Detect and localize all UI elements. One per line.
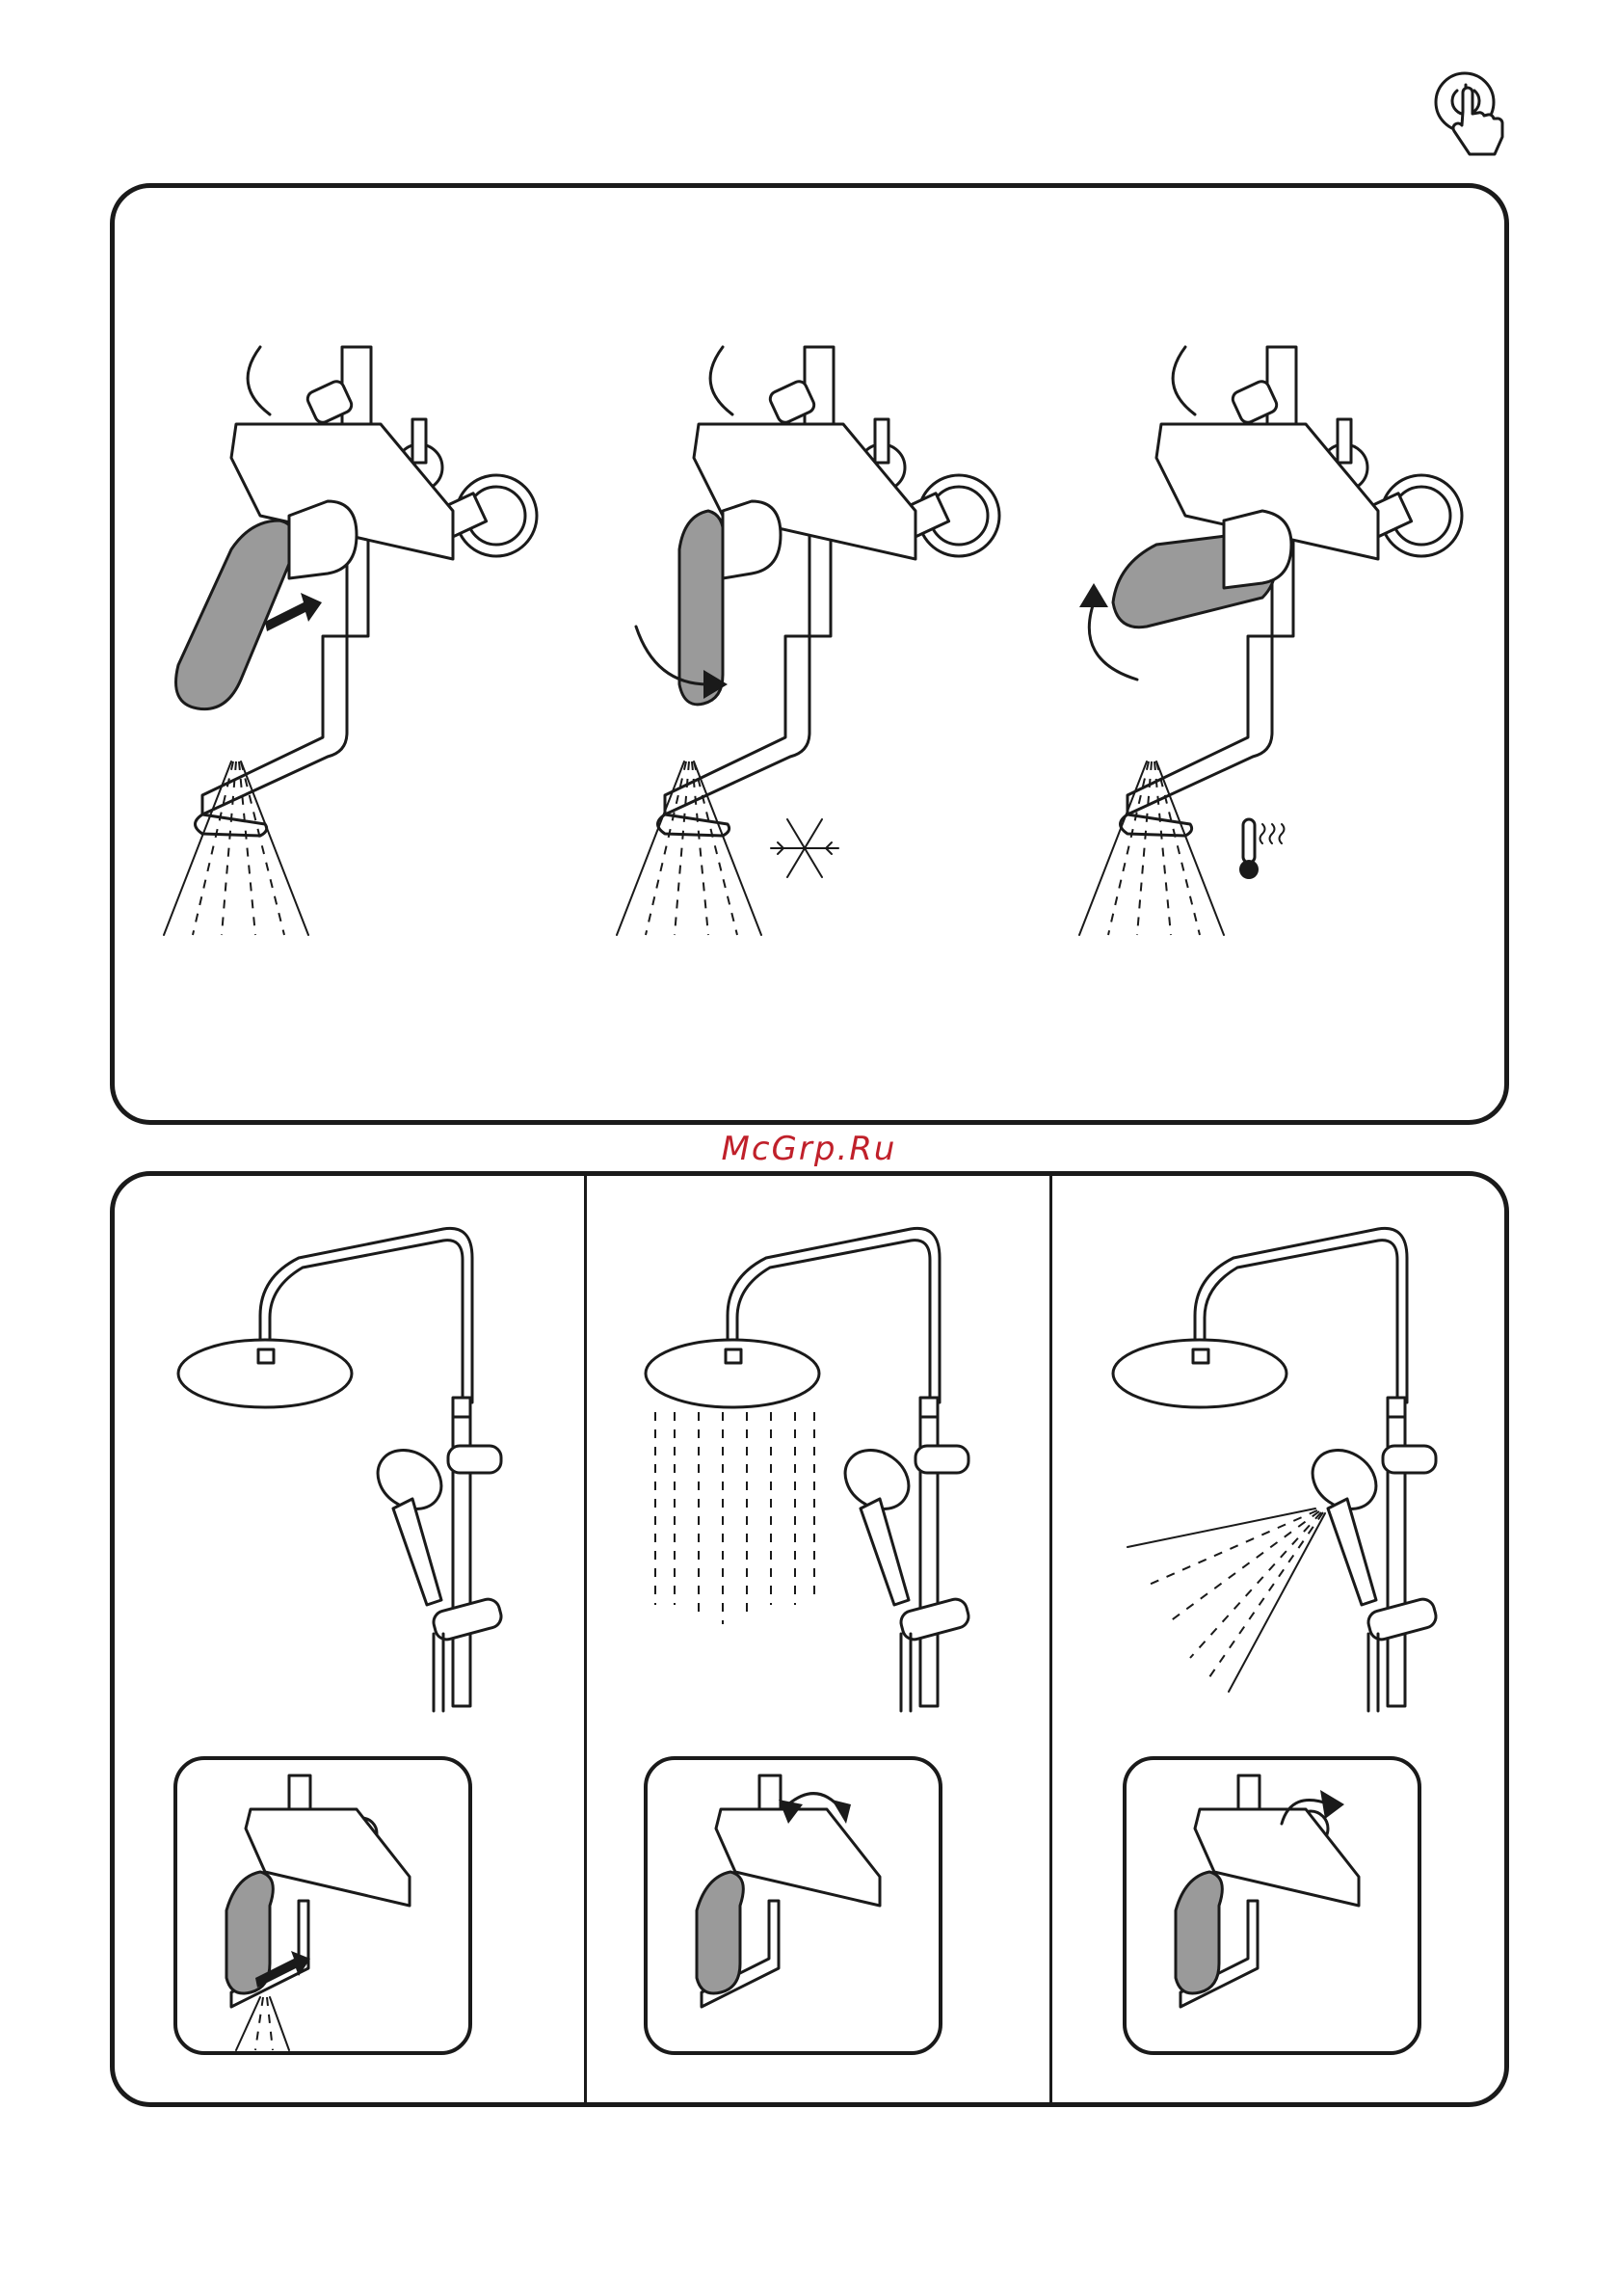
shower-column-1	[173, 1219, 540, 1721]
shower-column-3	[1108, 1219, 1474, 1721]
shower-column-2	[641, 1219, 1007, 1721]
panel-divider-2	[1049, 1173, 1052, 2105]
step-2-cold-water	[607, 347, 1012, 925]
step-3-hot-water	[1070, 347, 1474, 925]
hand-shower-inset	[1123, 1756, 1421, 2055]
snowflake-icon	[771, 819, 838, 877]
step-1-open-mixer	[145, 347, 549, 925]
hot-thermometer-icon	[1239, 819, 1285, 879]
panel-divider-1	[584, 1173, 587, 2105]
bath-spout-inset	[173, 1756, 472, 2055]
watermark: McGrp.Ru	[0, 1130, 1618, 1168]
overhead-shower-inset	[644, 1756, 942, 2055]
touch-power-icon	[1434, 67, 1521, 159]
